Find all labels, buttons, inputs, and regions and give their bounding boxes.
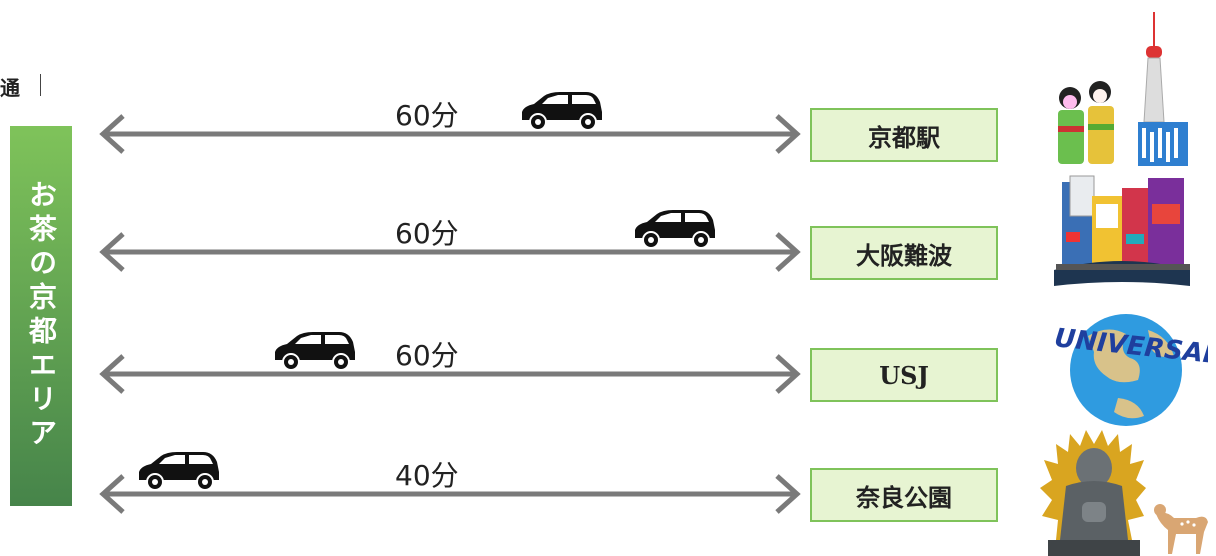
route-row-kyoto-station: 60分: [95, 92, 805, 166]
route-row-osaka-namba: 60分: [95, 210, 805, 284]
travel-time: 40分: [395, 459, 459, 492]
double-arrow-icon: [99, 232, 801, 272]
route-row-usj: 60分: [95, 332, 805, 406]
car-icon: [635, 210, 715, 249]
travel-time: 60分: [395, 99, 459, 132]
osaka-icon: [1054, 175, 1190, 286]
destination-label: USJ: [879, 360, 929, 390]
double-arrow-icon: [99, 354, 801, 394]
area-title: お茶の京都エリア: [25, 180, 58, 452]
heading-divider: [40, 74, 41, 96]
universal-globe-icon: UNIVERSAL: [1053, 314, 1208, 426]
destination-box-kyoto-station: 京都駅: [810, 108, 998, 162]
destination-label: 大阪難波: [856, 240, 952, 270]
section-heading: 交通: [0, 72, 41, 101]
double-arrow-icon: [99, 114, 801, 154]
destination-box-osaka-namba: 大阪難波: [810, 226, 998, 280]
travel-time: 60分: [395, 217, 459, 250]
double-arrow-icon: [99, 474, 801, 514]
destination-label: 京都駅: [868, 122, 940, 152]
car-icon: [522, 92, 602, 131]
nara-buddha-icon: [1040, 430, 1208, 556]
car-icon: [275, 332, 355, 371]
section-heading-text: 交通: [0, 76, 20, 100]
car-icon: [139, 452, 219, 491]
area-banner: お茶の京都エリア: [10, 126, 72, 506]
destination-label: 奈良公園: [856, 482, 952, 512]
destination-box-usj: USJ: [810, 348, 998, 402]
travel-time: 60分: [395, 339, 459, 372]
route-row-nara-park: 40分: [95, 452, 805, 526]
kyoto-icon: [1058, 12, 1188, 166]
destination-box-nara-park: 奈良公園: [810, 468, 998, 522]
